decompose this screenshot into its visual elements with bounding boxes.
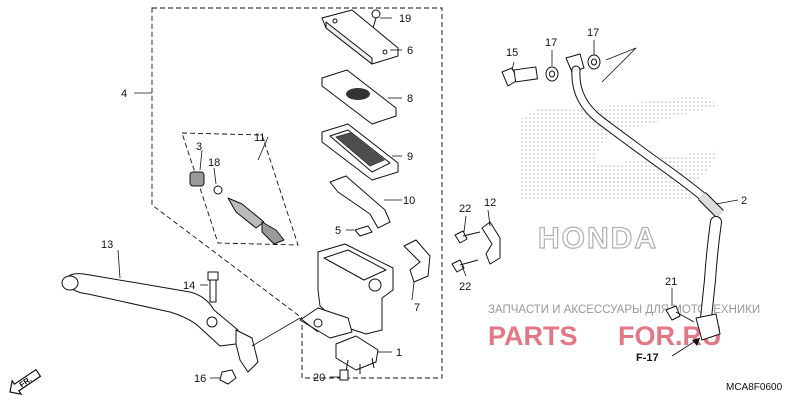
callout-10: 10 <box>403 195 415 207</box>
screw-19[interactable] <box>371 9 381 29</box>
callout-4: 4 <box>121 88 127 100</box>
bolt-22-lower[interactable] <box>451 259 479 273</box>
screw-20[interactable] <box>339 369 349 381</box>
callout-13: 13 <box>101 239 113 251</box>
callout-9: 9 <box>407 151 413 163</box>
callout-labels: 19 6 8 9 10 4 11 3 18 5 7 1 13 14 16 20 … <box>101 13 747 385</box>
callout-12: 12 <box>484 197 496 209</box>
reference-f17-label: F-17 <box>636 352 659 364</box>
callout-15: 15 <box>506 47 518 59</box>
callout-19: 19 <box>399 13 411 25</box>
callout-1: 1 <box>396 347 402 359</box>
sealing-washer-17-left[interactable] <box>545 66 559 82</box>
front-arrow-icon <box>9 368 42 396</box>
front-direction-indicator: FR. <box>9 368 42 396</box>
callout-21: 21 <box>665 276 677 288</box>
callout-14: 14 <box>183 280 195 292</box>
arrow-icon <box>692 338 700 346</box>
callout-5: 5 <box>335 225 341 237</box>
banjo-bolt-15[interactable] <box>501 66 538 87</box>
seal-kit-group-outline <box>181 132 299 246</box>
sealing-washer-17-right[interactable] <box>587 54 601 70</box>
callout-7: 7 <box>414 302 420 314</box>
callout-2: 2 <box>741 195 747 207</box>
callout-20: 20 <box>313 372 325 384</box>
callout-22-lower: 22 <box>459 281 471 293</box>
reference-f17[interactable]: F-17 <box>636 337 701 364</box>
brake-switch-1[interactable] <box>335 335 379 374</box>
callout-17-left: 17 <box>545 37 557 49</box>
holder-clamp-7[interactable] <box>403 239 431 283</box>
callout-22-upper: 22 <box>459 203 471 215</box>
brake-lever-13[interactable] <box>61 273 259 373</box>
reservoir-group-outline <box>151 7 443 379</box>
callout-17-right: 17 <box>587 27 599 39</box>
diaphragm-plate-8[interactable] <box>321 69 397 125</box>
reservoir-cap-6[interactable] <box>321 9 399 65</box>
callout-16: 16 <box>194 373 206 385</box>
shop-name-watermark-left: PARTS <box>488 321 578 351</box>
clamp-12[interactable] <box>481 221 501 265</box>
bolt-22-upper[interactable] <box>454 230 481 244</box>
shop-tagline-watermark: ЗАПЧАСТИ И АКСЕССУАРЫ ДЛЯ МОТОТЕХНИКИ <box>488 304 760 316</box>
callout-8: 8 <box>407 93 413 105</box>
honda-brand-watermark: HONDA <box>538 222 658 255</box>
master-cylinder-body[interactable] <box>299 243 394 339</box>
screw-5[interactable] <box>354 225 373 237</box>
bolt-21[interactable] <box>665 305 695 323</box>
callout-6: 6 <box>407 45 413 57</box>
master-cylinder-kit-11[interactable] <box>189 171 285 245</box>
callout-11: 11 <box>254 132 265 144</box>
diaphragm-9[interactable] <box>321 123 399 181</box>
brake-hose-2[interactable] <box>565 53 724 341</box>
pivot-bolt-14[interactable] <box>207 271 219 303</box>
diagram-code: MCA8F0600 <box>726 382 783 393</box>
nut-16[interactable] <box>219 369 237 385</box>
callout-3: 3 <box>196 141 202 153</box>
reservoir-float-10[interactable] <box>329 175 391 229</box>
callout-18: 18 <box>208 157 220 169</box>
leader-lines <box>117 17 739 379</box>
